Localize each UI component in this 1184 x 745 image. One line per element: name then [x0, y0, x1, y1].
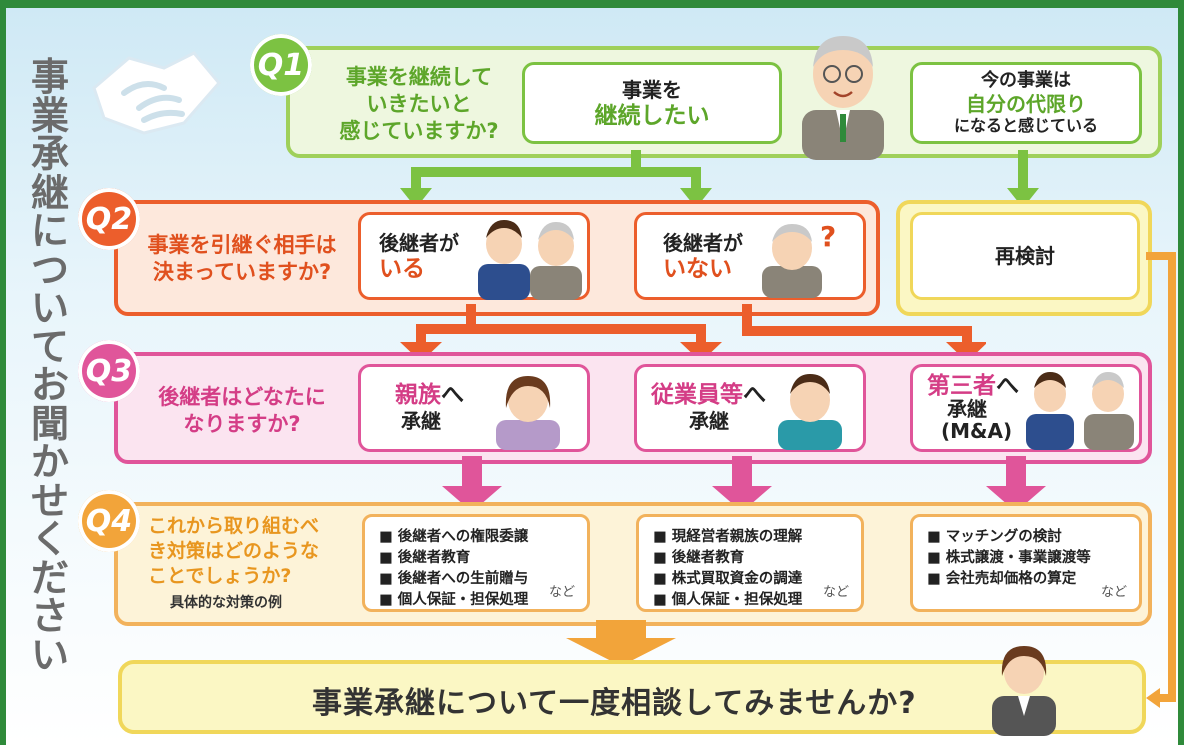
vertical-title-char: せ — [30, 478, 69, 523]
q3-family-particle: へ — [441, 382, 464, 408]
q2-question-line: 決まっていますか? — [152, 260, 332, 284]
q3-employee-particle: へ — [743, 382, 766, 408]
q4-measures-employee: 現経営者親族の理解 後継者教育 株式買取資金の調達 個人保証・担保処理 など — [636, 514, 864, 612]
q3-third-party-ma: (M&A) — [941, 419, 1013, 443]
vertical-title-char: い — [30, 632, 69, 677]
q1-question-line: 事業を継続して — [345, 65, 493, 89]
vertical-title-char: 事 — [30, 55, 69, 99]
measure-item: 後継者教育 — [653, 548, 847, 569]
q1-option-last-line3: になると感じている — [953, 116, 1098, 135]
woman-illustration — [496, 376, 560, 450]
q2-option-yes-line2: いる — [379, 256, 425, 282]
receptionist-illustration — [992, 646, 1056, 736]
reconsider-label: 再検討 — [995, 244, 1055, 268]
q3-option-family: 親族へ 承継 — [358, 364, 590, 452]
measure-item: 個人保証・担保処理 — [653, 590, 847, 611]
q4-question: これから取り組むべ き対策はどのような ことでしょうか? — [148, 514, 348, 589]
measure-item: 会社売却価格の算定 — [927, 569, 1125, 590]
q3-badge: Q3 — [78, 340, 140, 402]
q2-option-successor-no: 後継者が いない — [634, 212, 866, 300]
q2-badge: Q2 — [78, 188, 140, 250]
q2-question-line: 事業を引継ぐ相手は — [147, 233, 337, 257]
reconsider-to-consult-arrow — [1146, 252, 1176, 708]
handshake-icon — [92, 51, 221, 135]
q3-badge-label: Q3 — [85, 353, 133, 389]
vertical-title-char: て — [30, 324, 69, 369]
q4-measures-third-party: マッチングの検討 株式譲渡・事業譲渡等 会社売却価格の算定 など — [910, 514, 1142, 612]
q1-badge: Q1 — [250, 34, 312, 96]
q3-option-employee: 従業員等へ 承継 — [634, 364, 866, 452]
vertical-title-char: 業 — [30, 93, 69, 138]
vertical-title: 事業承継についてお聞かせください — [28, 58, 72, 674]
measure-item: 後継者教育 — [379, 548, 573, 569]
measure-item: 株式譲渡・事業譲渡等 — [927, 548, 1125, 569]
vertical-title-char: お — [30, 363, 69, 407]
q4-question-line: これから取り組むべ — [148, 515, 320, 537]
measure-item: 現経営者親族の理解 — [653, 527, 847, 548]
q4-question-line: き対策はどのような — [148, 540, 320, 562]
q2-question: 事業を引継ぐ相手は 決まっていますか? — [138, 232, 346, 286]
q4-to-consult-arrow — [566, 620, 676, 666]
vertical-title-char: 承 — [30, 132, 69, 176]
q1-option-last-line1: 今の事業は — [981, 70, 1071, 91]
q1-badge-label: Q1 — [257, 47, 305, 83]
vertical-title-char: つ — [30, 247, 69, 292]
etc-label: など — [548, 585, 575, 600]
consult-message: 事業承継について一度相談してみませんか? — [312, 686, 917, 721]
vertical-title-char: く — [30, 517, 69, 561]
q3-question-line: 後継者はどなたに — [158, 385, 326, 409]
q4-badge: Q4 — [78, 490, 140, 552]
vertical-title-char: 継 — [30, 170, 69, 215]
measure-item: 後継者への生前贈与 — [379, 569, 573, 590]
q2-option-yes-line1: 後継者が — [379, 231, 459, 255]
q3-question: 後継者はどなたに なりますか? — [144, 384, 340, 438]
measure-item: 株式買取資金の調達 — [653, 569, 847, 590]
q3-family-label: 親族 — [395, 382, 441, 408]
vertical-title-char: い — [30, 286, 69, 330]
q3-to-q4-arrows — [442, 456, 1046, 512]
q1-option-last-generation: 今の事業は 自分の代限り になると感じている — [910, 62, 1142, 144]
consult-banner: 事業承継について一度相談してみませんか? — [118, 660, 1146, 734]
vertical-title-char: に — [30, 209, 69, 253]
q4-example-caption: 具体的な対策の例 — [170, 595, 282, 611]
etc-label: など — [822, 585, 849, 600]
q3-employee-label: 従業員等 — [651, 382, 743, 408]
measure-item: マッチングの検討 — [927, 527, 1125, 548]
vertical-title-char: 聞 — [30, 401, 69, 446]
q3-third-party-particle: へ — [996, 373, 1019, 399]
etc-label: など — [1100, 585, 1127, 600]
measure-item: 後継者への権限委譲 — [379, 527, 573, 548]
reconsider-card: 再検討 — [910, 212, 1140, 300]
vertical-title-char: か — [30, 440, 69, 484]
q2-badge-label: Q2 — [85, 201, 133, 237]
q3-family-succession: 承継 — [401, 409, 441, 433]
q3-third-party-label: 第三者 — [927, 373, 996, 399]
q1-option-continue-line2: 継続したい — [594, 103, 710, 129]
q4-measures-family: 後継者への権限委譲 後継者教育 後継者への生前贈与 個人保証・担保処理 など — [362, 514, 590, 612]
q1-option-last-line2: 自分の代限り — [966, 92, 1086, 116]
q4-question-line: ことでしょうか? — [148, 565, 292, 587]
q2-option-no-line2: いない — [663, 256, 732, 282]
q1-question: 事業を継続して いきたいと 感じていますか? — [324, 64, 514, 145]
measure-item: 個人保証・担保処理 — [379, 590, 573, 611]
confused-man-illustration: ? — [762, 220, 836, 298]
q2-option-no-line1: 後継者が — [663, 231, 743, 255]
q1-option-continue-line1: 事業を — [622, 78, 682, 102]
svg-text:?: ? — [820, 220, 836, 253]
q3-third-party-succession: 承継 — [947, 397, 987, 421]
handshake-people-illustration — [1026, 372, 1134, 450]
elderly-man-illustration — [802, 36, 884, 160]
young-man-illustration — [778, 374, 842, 450]
two-men-illustration — [478, 220, 582, 300]
q1-to-q2-arrows — [400, 150, 1039, 208]
q1-question-line: 感じていますか? — [339, 119, 499, 143]
q4-badge-label: Q4 — [85, 503, 133, 539]
vertical-title-char: さ — [30, 594, 69, 638]
vertical-title-char: だ — [30, 555, 69, 600]
q3-employee-succession: 承継 — [689, 409, 729, 433]
q1-question-line: いきたいと — [366, 92, 472, 116]
q3-question-line: なりますか? — [183, 412, 301, 436]
q1-option-continue: 事業を 継続したい — [522, 62, 782, 144]
